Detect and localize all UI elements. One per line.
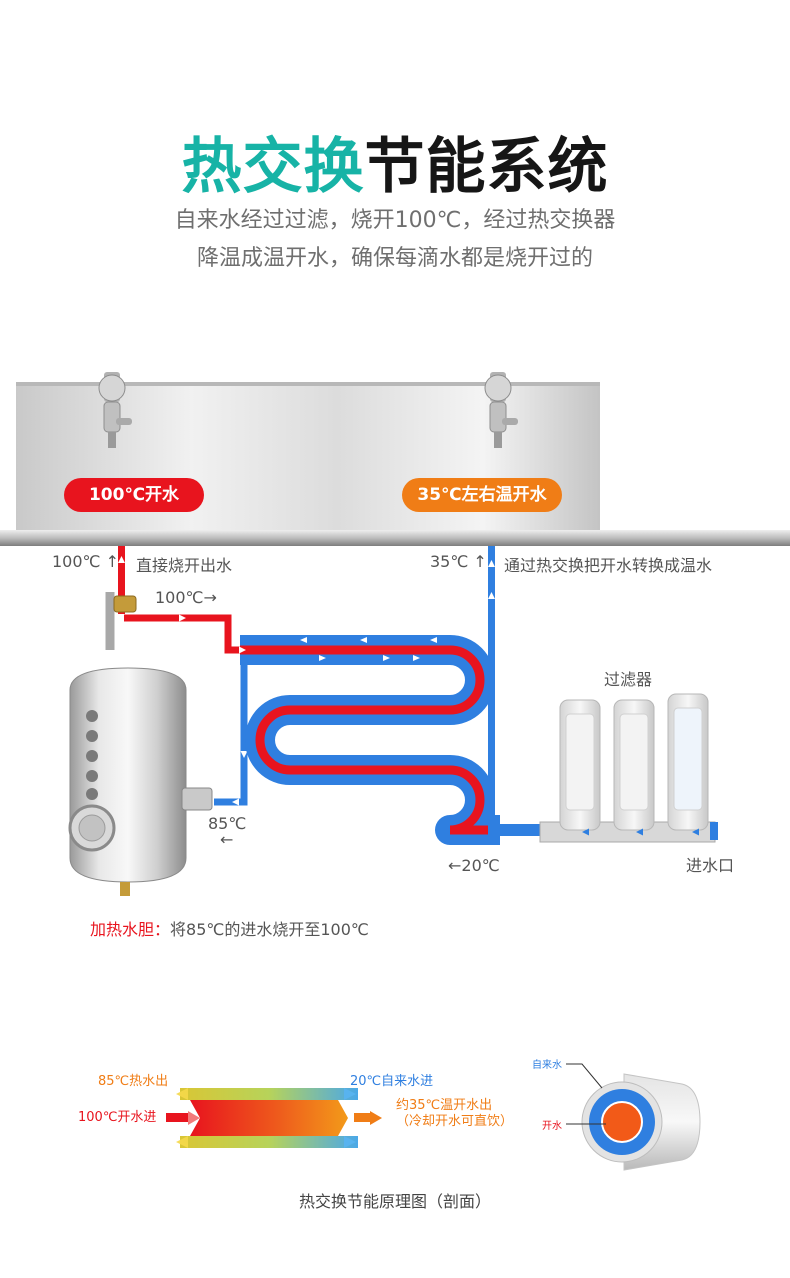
hot-desc-label: 直接烧开出水 — [136, 556, 233, 575]
hot-temp-label: 100℃ ↑ — [52, 552, 119, 571]
pipe-cross-section — [566, 1063, 701, 1171]
heating-tank-icon — [68, 592, 213, 896]
hot-core-band — [190, 1100, 348, 1136]
inlet-label: 进水口 — [686, 856, 735, 875]
warm-water-badge: 35℃左右温开水 — [402, 478, 562, 512]
subtitle-line-1: 自来水经过过滤，烧开100℃，经过热交换器 — [174, 208, 616, 233]
filter-label: 过滤器 — [604, 670, 653, 689]
warm-water-tap-icon — [484, 372, 518, 448]
out-35-line-1: 约35℃温开水出 — [396, 1098, 493, 1113]
out-35-line-2: （冷却开水可直饮） — [396, 1114, 514, 1129]
filter-unit-icon — [539, 693, 718, 843]
in-20-label: 20℃自来水进 — [350, 1074, 434, 1089]
out-85-label: 85℃热水出 — [98, 1074, 169, 1089]
hot-feed-pipe — [124, 614, 252, 654]
boiled-water-core — [601, 1101, 643, 1143]
heat-exchanger-coil — [240, 635, 500, 845]
counter-flow-diagram — [166, 1088, 382, 1148]
inlet-pipe — [500, 824, 550, 836]
heat-exchange-schematic — [0, 372, 790, 896]
principle-caption: 热交换节能原理图（剖面） — [298, 1192, 491, 1211]
subtitle-line-2: 降温成温开水，确保每滴水都是烧开过的 — [196, 246, 593, 271]
cold-band-bottom — [180, 1136, 358, 1148]
return-arrow: ← — [220, 830, 234, 849]
out-35-label: 约35℃温开水出 （冷却开水可直饮） — [396, 1098, 513, 1130]
tank-caption-title: 加热水胆： — [90, 920, 171, 939]
in-100-label: 100℃开水进 — [78, 1110, 157, 1125]
page-title: 热交换节能系统 — [0, 118, 790, 205]
tap-water-label: 自来水 — [532, 1060, 562, 1071]
hot-riser-pipe — [118, 546, 125, 614]
return-cold-pipe — [214, 656, 248, 806]
counter-bar — [0, 530, 790, 546]
return-temp-label: 85℃ — [208, 814, 247, 833]
tank-caption: 加热水胆：将85℃的进水烧开至100℃ — [90, 916, 369, 940]
hot-water-tap-icon — [98, 372, 132, 448]
title-highlight: 热交换 — [181, 132, 365, 202]
warm-desc-label: 通过热交换把开水转换成温水 — [504, 556, 713, 575]
tank-caption-desc: 将85℃的进水烧开至100℃ — [170, 920, 369, 939]
title-rest: 节能系统 — [364, 132, 609, 202]
inlet-temp-label: ←20℃ — [448, 856, 500, 875]
boiled-water-label: 开水 — [542, 1121, 562, 1132]
pipe-hot-label: 100℃→ — [155, 588, 217, 607]
hot-water-badge: 100℃开水 — [64, 478, 204, 512]
cold-band-top — [180, 1088, 358, 1100]
warm-temp-label: 35℃ ↑ — [430, 552, 487, 571]
